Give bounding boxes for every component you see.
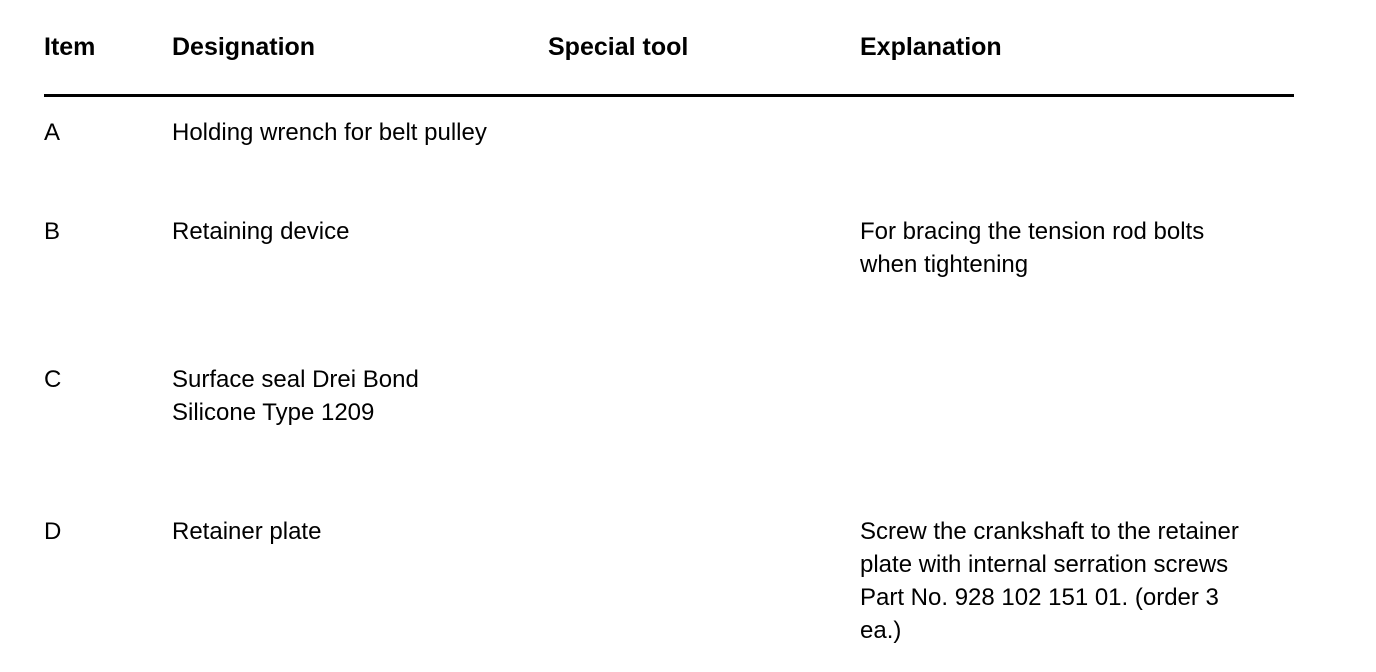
special-tools-table: Item Designation Special tool Explanatio… — [44, 0, 1294, 672]
cell-item: C — [44, 363, 172, 515]
column-header-explanation: Explanation — [860, 0, 1294, 97]
table-row: D Retainer plate Screw the crankshaft to… — [44, 515, 1294, 672]
item-letter: B — [44, 218, 61, 245]
column-header-item-label: Item — [44, 33, 96, 61]
special-tool-text — [548, 116, 860, 117]
explanation-text: Screw the crankshaft to the retainer pla… — [860, 518, 1239, 644]
special-tool-text — [548, 363, 860, 364]
cell-designation: Retainer plate — [172, 515, 548, 672]
explanation-text — [860, 116, 1294, 117]
cell-explanation — [860, 363, 1294, 515]
column-header-designation-label: Designation — [172, 33, 316, 61]
cell-item: B — [44, 215, 172, 363]
table-row: B Retaining device For bracing the tensi… — [44, 215, 1294, 363]
designation-text: Retaining device — [172, 218, 350, 245]
cell-special-tool — [548, 215, 860, 363]
cell-special-tool — [548, 363, 860, 515]
designation-text: Surface seal Drei Bond Silicone Type 120… — [172, 366, 419, 426]
cell-explanation: For bracing the tension rod bolts when t… — [860, 215, 1294, 363]
item-letter: C — [44, 366, 62, 393]
column-header-special-tool: Special tool — [548, 0, 860, 97]
cell-explanation — [860, 96, 1294, 216]
cell-special-tool — [548, 515, 860, 672]
cell-designation: Surface seal Drei Bond Silicone Type 120… — [172, 363, 548, 515]
designation-text: Holding wrench for belt pulley — [172, 119, 487, 146]
explanation-text: For bracing the tension rod bolts when t… — [860, 218, 1205, 278]
item-letter: A — [44, 119, 61, 146]
item-letter: D — [44, 518, 62, 545]
column-header-designation: Designation — [172, 0, 548, 97]
table-header: Item Designation Special tool Explanatio… — [44, 0, 1294, 97]
column-header-item: Item — [44, 0, 172, 97]
cell-explanation: Screw the crankshaft to the retainer pla… — [860, 515, 1294, 672]
special-tool-text — [548, 215, 860, 216]
column-header-explanation-label: Explanation — [860, 33, 1002, 61]
designation-text: Retainer plate — [172, 518, 322, 545]
explanation-text — [860, 363, 1294, 364]
table-body: A Holding wrench for belt pulley B Retai… — [44, 96, 1294, 672]
special-tool-text — [548, 515, 860, 516]
cell-special-tool — [548, 96, 860, 216]
cell-designation: Holding wrench for belt pulley — [172, 96, 548, 216]
table-header-row: Item Designation Special tool Explanatio… — [44, 0, 1294, 97]
table-row: A Holding wrench for belt pulley — [44, 96, 1294, 216]
cell-item: A — [44, 96, 172, 216]
column-header-special-tool-label: Special tool — [548, 33, 689, 61]
cell-item: D — [44, 515, 172, 672]
cell-designation: Retaining device — [172, 215, 548, 363]
table-row: C Surface seal Drei Bond Silicone Type 1… — [44, 363, 1294, 515]
